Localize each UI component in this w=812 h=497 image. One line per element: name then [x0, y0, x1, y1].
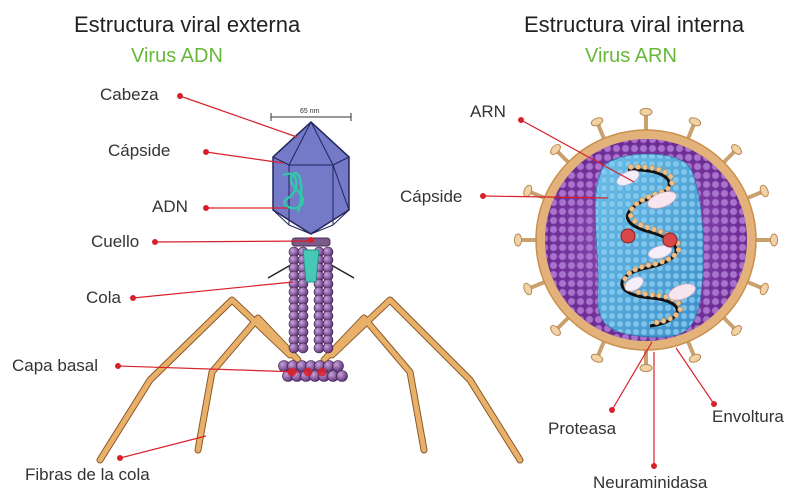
label-capside-left: Cápside: [108, 142, 170, 159]
right-subtitle: Virus ARN: [585, 46, 677, 66]
right-title: Estructura viral interna: [524, 14, 744, 36]
label-capa-basal: Capa basal: [12, 357, 98, 374]
label-cuello: Cuello: [91, 233, 139, 250]
left-title: Estructura viral externa: [74, 14, 300, 36]
base-plate: [279, 361, 348, 382]
scale-label: 65 nm: [300, 108, 319, 115]
inner-capsid: [596, 154, 704, 337]
label-cabeza: Cabeza: [100, 86, 159, 103]
bacteriophage: [100, 113, 520, 460]
enveloped-virus: [514, 108, 777, 371]
label-envoltura: Envoltura: [712, 408, 784, 425]
label-fibras: Fibras de la cola: [25, 466, 150, 483]
label-adn: ADN: [152, 198, 188, 215]
label-capside-right: Cápside: [400, 188, 462, 205]
capsid-head: [273, 122, 349, 234]
label-arn: ARN: [470, 103, 506, 120]
label-cola: Cola: [86, 289, 121, 306]
left-subtitle: Virus ADN: [131, 46, 223, 66]
label-neuraminidasa: Neuraminidasa: [593, 474, 707, 491]
label-proteasa: Proteasa: [548, 420, 616, 437]
